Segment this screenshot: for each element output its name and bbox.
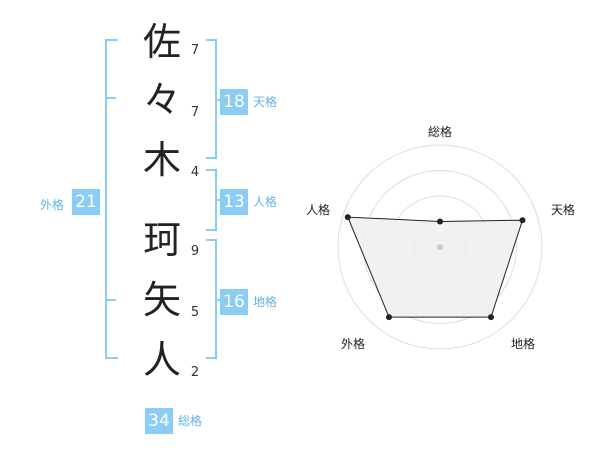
stroke-count-4: 9 [190,244,200,259]
radar-axis-label-jinkaku: 人格 [306,203,331,217]
radar-axis-label-soukaku: 総格 [428,125,453,139]
jinkaku-label: 人格 [253,195,278,209]
name-char-4: 珂 [142,218,181,262]
tenkaku-bracket [206,39,217,159]
chikaku-badge: 16 [220,289,248,315]
radar-chart [337,144,543,350]
tenkaku-label: 天格 [253,95,278,109]
stroke-count-2: 7 [190,105,200,120]
soukaku-badge: 34 [145,408,173,434]
stroke-count-1: 7 [190,43,200,58]
jinkaku-bracket [206,169,217,231]
radar-polygon [347,216,524,318]
name-char-5: 矢 [142,278,181,322]
stroke-count-6: 2 [190,365,200,380]
radar-center-dot [437,244,443,250]
gaikaku-badge: 21 [72,189,100,215]
radar-points [344,214,526,321]
soukaku-label: 総格 [178,414,203,428]
radar-axis-label-gaikaku: 外格 [341,337,366,351]
name-char-1: 佐 [142,20,181,64]
gaikaku-label: 外格 [40,198,65,212]
jinkaku-badge: 13 [220,189,248,215]
stroke-count-5: 5 [190,305,200,320]
radar-ring [337,144,543,350]
tenkaku-badge: 18 [220,89,248,115]
radar-point-2 [488,314,494,321]
radar-point-0 [437,218,443,225]
radar-axis-label-chikaku: 地格 [511,337,536,351]
name-char-6: 人 [142,338,181,382]
chikaku-bracket [206,239,217,359]
name-char-2: 々 [142,78,181,122]
radar-axis-label-tenkaku: 天格 [551,203,576,217]
radar-point-1 [519,217,526,224]
gaikaku-bracket [105,39,118,359]
stroke-count-3: 4 [190,165,200,180]
radar-point-3 [386,314,392,321]
chikaku-label: 地格 [253,295,278,309]
radar-point-4 [344,214,351,221]
name-char-3: 木 [142,138,181,182]
